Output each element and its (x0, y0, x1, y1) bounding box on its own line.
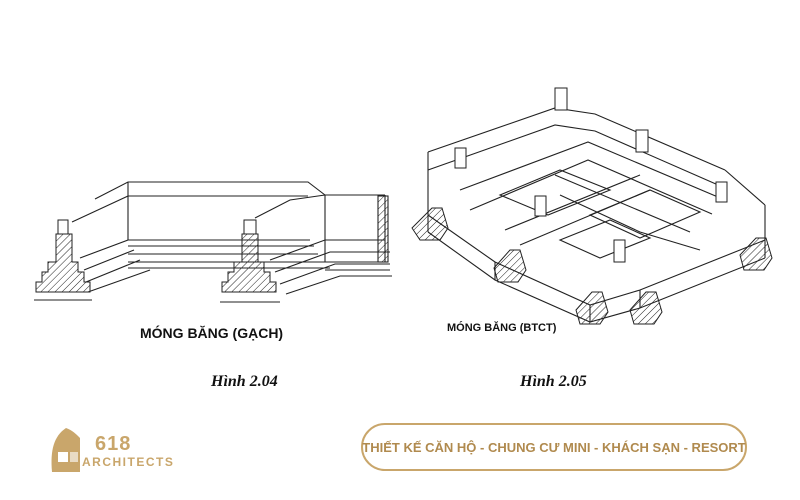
brick-section-middle (220, 219, 280, 303)
figure-caption-right: Hình 2.05 (520, 373, 587, 390)
rc-footing-sections (411, 207, 773, 325)
rc-strip-foundation-drawing (427, 107, 766, 323)
logo-number: 618 (95, 433, 132, 455)
column-stubs (454, 87, 728, 263)
tagline-badge: THIẾT KẾ CĂN HỘ - CHUNG CƯ MINI - KHÁCH … (361, 423, 747, 471)
tagline-text: THIẾT KẾ CĂN HỘ - CHUNG CƯ MINI - KHÁCH … (362, 439, 746, 455)
figure-label-rc: MÓNG BĂNG (BTCT) (447, 322, 557, 334)
logo-text: ARCHITECTS (82, 455, 175, 469)
figure-label-brick: MÓNG BĂNG (GẠCH) (140, 325, 284, 341)
architects-logo-icon (51, 428, 80, 472)
foundation-drawings (34, 87, 773, 325)
brick-strip-foundation-drawing (71, 181, 392, 295)
brick-section-left (34, 219, 92, 301)
figure-caption-left: Hình 2.04 (211, 373, 278, 390)
